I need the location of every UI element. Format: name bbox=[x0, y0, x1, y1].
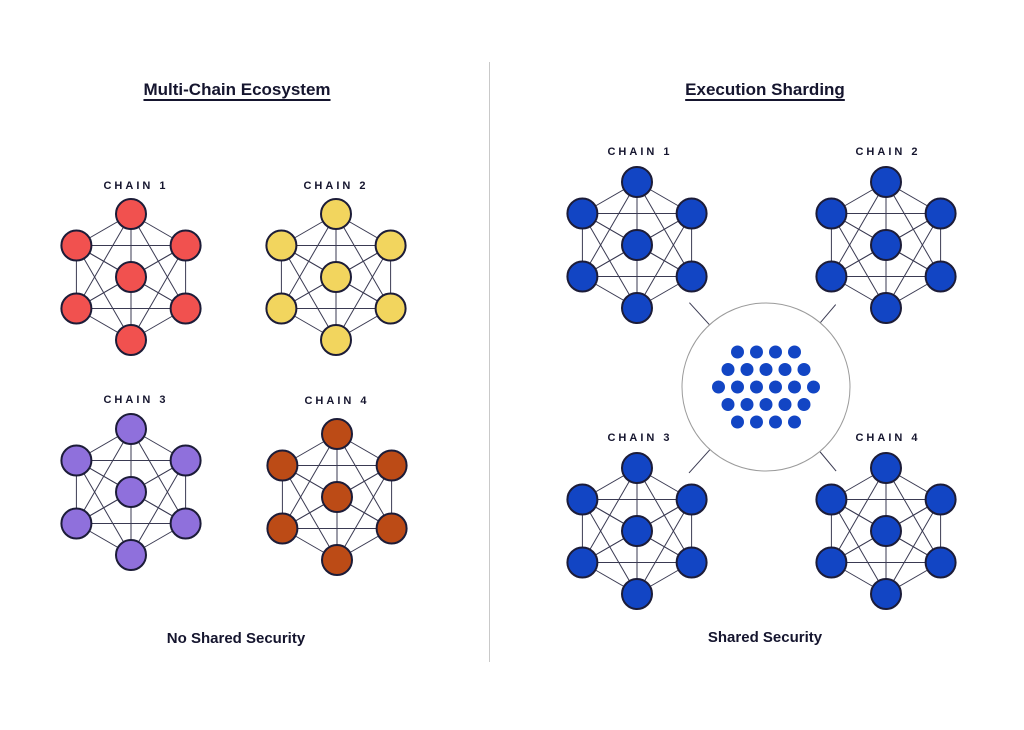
right-chain-3-label: CHAIN 3 bbox=[607, 432, 673, 444]
panel-divider bbox=[489, 62, 490, 662]
network-node bbox=[169, 507, 202, 540]
network-node bbox=[621, 292, 653, 324]
network-node bbox=[169, 292, 202, 325]
left-chain-1-label: CHAIN 1 bbox=[103, 180, 169, 192]
validator-dot bbox=[788, 380, 801, 394]
validator-dot bbox=[788, 345, 801, 359]
network-node bbox=[675, 260, 708, 293]
hub-connector bbox=[819, 451, 837, 472]
network-node bbox=[815, 546, 848, 579]
validator-dot bbox=[721, 398, 735, 411]
right-chain-4-label: CHAIN 4 bbox=[855, 432, 921, 444]
right-panel-title: Execution Sharding bbox=[685, 80, 845, 99]
network-node bbox=[566, 260, 599, 293]
network-node bbox=[566, 197, 599, 230]
network-node bbox=[115, 539, 147, 571]
network-node bbox=[169, 229, 202, 262]
shared-security-hub bbox=[681, 302, 851, 472]
network-node bbox=[621, 166, 653, 198]
network-node bbox=[621, 452, 653, 484]
network-node bbox=[374, 229, 407, 262]
network-node bbox=[675, 197, 708, 230]
validator-dot bbox=[731, 415, 744, 429]
left-chain-4-label: CHAIN 4 bbox=[304, 395, 370, 407]
network-node bbox=[266, 449, 299, 482]
validator-dot bbox=[778, 398, 792, 411]
network-node bbox=[621, 578, 653, 610]
network-node bbox=[320, 198, 352, 230]
validator-dot bbox=[807, 380, 820, 394]
left-chain-2-label: CHAIN 2 bbox=[303, 180, 369, 192]
network-node bbox=[321, 481, 353, 513]
left-panel-footer: No Shared Security bbox=[166, 630, 306, 647]
network-node bbox=[870, 578, 902, 610]
network-node bbox=[815, 197, 848, 230]
hub-connector bbox=[819, 304, 837, 324]
validator-dot bbox=[788, 415, 801, 429]
network-node bbox=[60, 292, 93, 325]
network-node bbox=[265, 229, 298, 262]
network-node bbox=[321, 418, 353, 450]
validator-dot bbox=[769, 345, 782, 359]
network-node bbox=[924, 260, 957, 293]
network-node bbox=[115, 261, 147, 293]
network-node bbox=[115, 413, 147, 445]
network-node bbox=[566, 483, 599, 516]
validator-dot bbox=[759, 363, 773, 376]
network-node bbox=[870, 229, 902, 261]
validator-dot bbox=[721, 363, 735, 376]
validator-dot bbox=[731, 380, 744, 394]
validator-dot bbox=[797, 363, 811, 376]
network-node bbox=[375, 512, 408, 545]
network-node bbox=[320, 324, 352, 356]
network-node bbox=[924, 546, 957, 579]
validator-dot bbox=[750, 345, 763, 359]
validator-dot bbox=[759, 398, 773, 411]
network-node bbox=[266, 512, 299, 545]
network-node bbox=[321, 544, 353, 576]
network-node bbox=[621, 515, 653, 547]
right-panel-footer: Shared Security bbox=[707, 629, 823, 646]
network-node bbox=[169, 444, 202, 477]
network-node bbox=[870, 452, 902, 484]
network-node bbox=[60, 444, 93, 477]
network-node bbox=[621, 229, 653, 261]
hub-connector bbox=[689, 302, 710, 326]
network-node bbox=[924, 197, 957, 230]
validator-dot bbox=[740, 363, 754, 376]
network-node bbox=[870, 515, 902, 547]
network-node bbox=[60, 507, 93, 540]
validator-dot bbox=[769, 380, 782, 394]
validator-dot bbox=[750, 415, 763, 429]
validator-dot bbox=[731, 345, 744, 359]
network-node bbox=[320, 261, 352, 293]
network-node bbox=[115, 324, 147, 356]
left-chain-3-label: CHAIN 3 bbox=[103, 394, 169, 406]
hub-connector bbox=[688, 449, 711, 474]
right-chain-1-label: CHAIN 1 bbox=[607, 146, 673, 158]
network-node bbox=[675, 483, 708, 516]
network-node bbox=[870, 166, 902, 198]
validator-dot bbox=[740, 398, 754, 411]
validator-dot bbox=[712, 380, 725, 394]
network-node bbox=[924, 483, 957, 516]
right-chain-2-label: CHAIN 2 bbox=[855, 146, 921, 158]
network-node bbox=[115, 198, 147, 230]
network-node bbox=[870, 292, 902, 324]
network-node bbox=[265, 292, 298, 325]
validator-dot bbox=[769, 415, 782, 429]
network-node bbox=[815, 260, 848, 293]
network-node bbox=[374, 292, 407, 325]
network-node bbox=[60, 229, 93, 262]
network-node bbox=[566, 546, 599, 579]
network-node bbox=[815, 483, 848, 516]
network-node bbox=[115, 476, 147, 508]
left-panel-title: Multi-Chain Ecosystem bbox=[143, 80, 331, 99]
validator-dot bbox=[797, 398, 811, 411]
network-node bbox=[675, 546, 708, 579]
validator-dot bbox=[750, 380, 763, 394]
validator-dot bbox=[778, 363, 792, 376]
network-node bbox=[375, 449, 408, 482]
